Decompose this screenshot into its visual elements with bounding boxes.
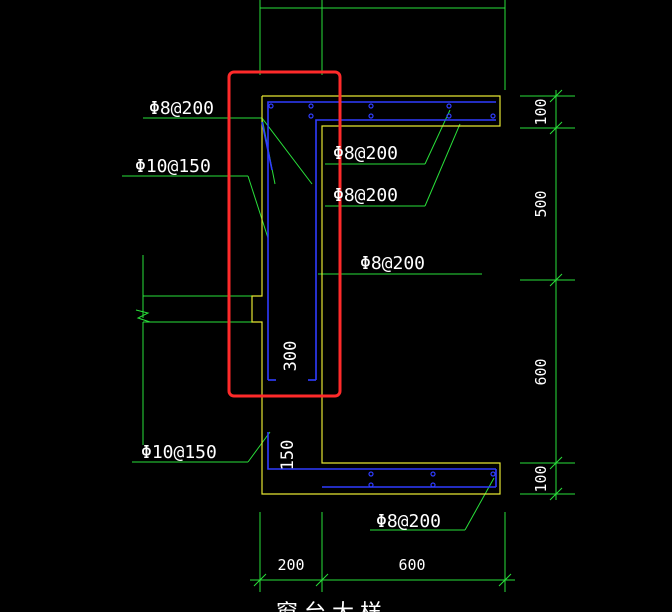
concrete-outline — [251, 95, 501, 495]
label-wall-inner-rebar: Φ8@200 — [360, 253, 425, 274]
dimension-texts: 100 500 600 100 300 150 200 600 — [277, 98, 550, 574]
highlight-box — [227, 70, 342, 398]
dim-wall-thickness: 300 — [281, 341, 301, 372]
label-wall-vertical-rebar: Φ10@150 — [135, 156, 211, 177]
label-top-slab-lower-rebar: Φ8@200 — [333, 185, 398, 206]
dim-lower-wall-thickness: 150 — [278, 440, 298, 471]
rebar-dots — [268, 103, 496, 488]
dim-right-mid-lower: 600 — [532, 358, 550, 385]
dimension-lines — [122, 0, 575, 592]
dim-bottom-left: 200 — [277, 556, 304, 574]
dim-right-mid-upper: 500 — [532, 190, 550, 217]
drawing-caption: 窗台大样 — [276, 601, 388, 612]
label-top-slab-upper-rebar: Φ8@200 — [333, 143, 398, 164]
rebar-labels: Φ8@200 Φ10@150 Φ8@200 Φ8@200 Φ8@200 Φ10@… — [135, 98, 441, 532]
dim-right-top: 100 — [532, 98, 550, 125]
label-lower-wall-rebar: Φ10@150 — [141, 442, 217, 463]
label-top-left-rebar: Φ8@200 — [149, 98, 214, 119]
dim-right-bottom: 100 — [532, 465, 550, 492]
dim-bottom-right: 600 — [398, 556, 425, 574]
rebar-lines — [261, 101, 497, 488]
label-bottom-slab-rebar: Φ8@200 — [376, 511, 441, 532]
